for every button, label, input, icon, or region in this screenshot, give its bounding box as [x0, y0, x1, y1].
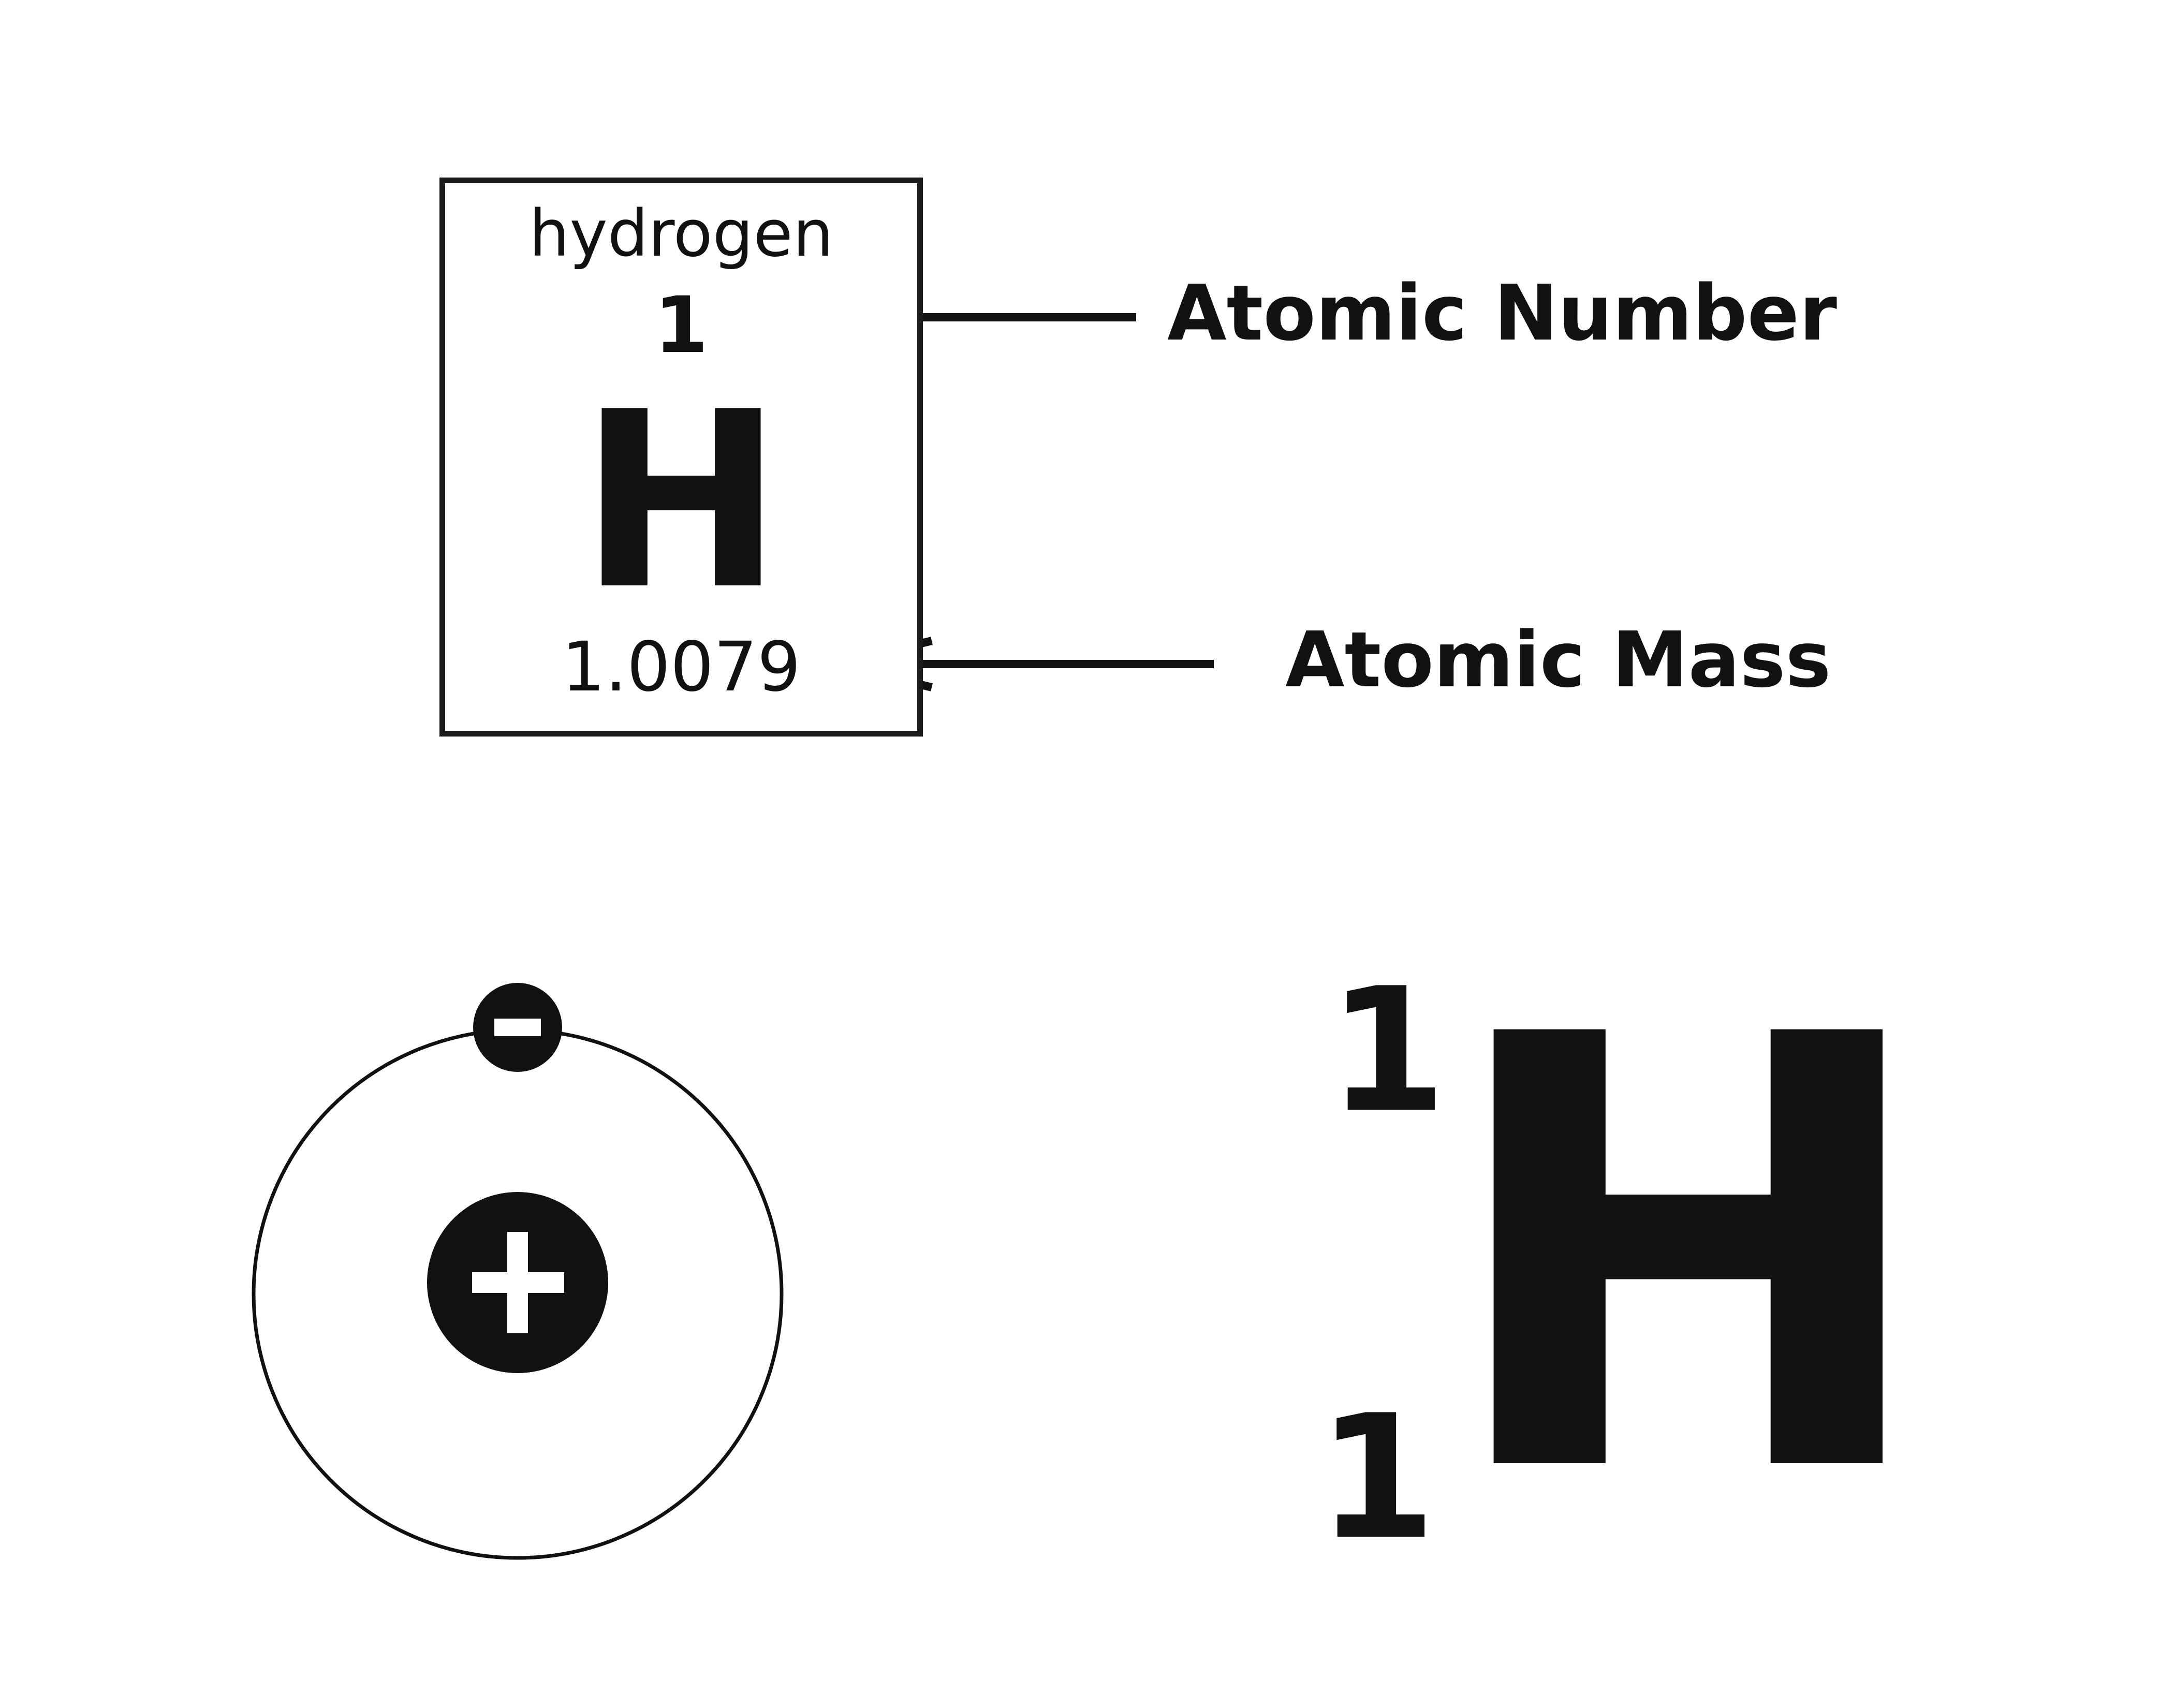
notation-element-symbol: H [1439, 911, 1937, 1604]
atomic-number-label: Atomic Number [1167, 269, 1837, 358]
tile-atomic-mass: 1.0079 [562, 627, 801, 707]
tile-element-symbol: H [579, 360, 783, 643]
element-tile: hydrogen 1 H 1.0079 [439, 178, 923, 737]
bohr-model [252, 983, 784, 1560]
nucleus-plus-sign-vertical [507, 1232, 528, 1333]
electron-minus-sign [494, 1019, 541, 1036]
notation-mass-number: 1 [1328, 951, 1447, 1150]
atomic-mass-label: Atomic Mass [1285, 615, 1831, 704]
tile-atomic-number: 1 [654, 281, 709, 371]
element-name: hydrogen [528, 197, 834, 271]
notation-atomic-number: 1 [1317, 1378, 1436, 1577]
